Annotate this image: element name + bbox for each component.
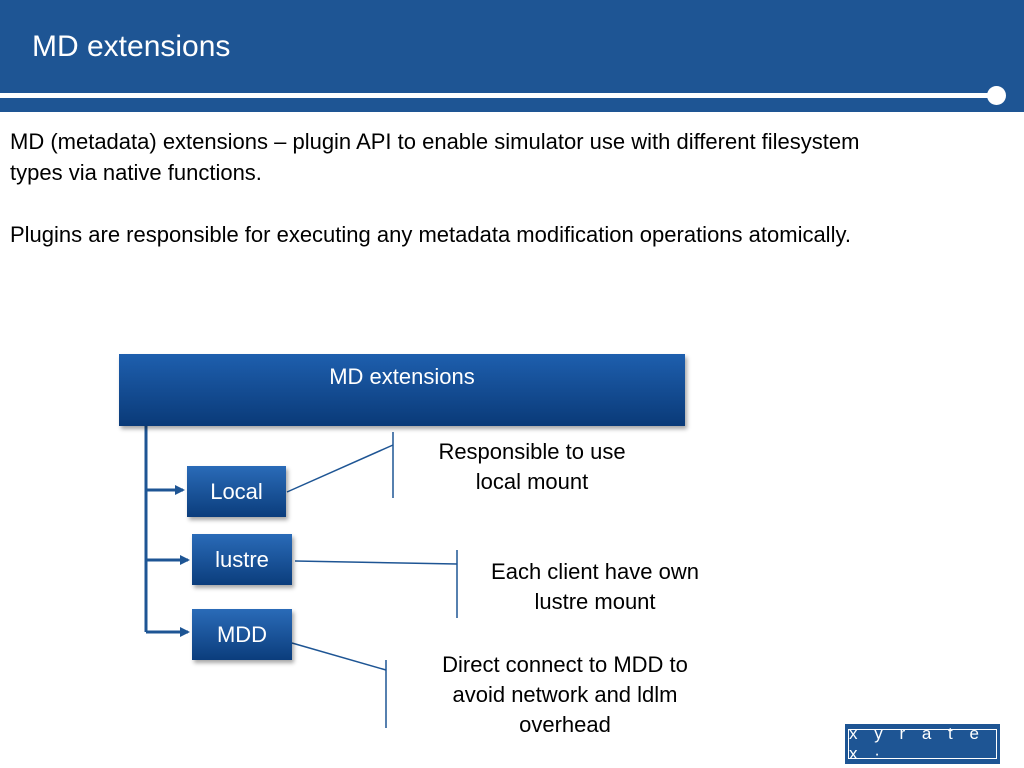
root-node-md-extensions: MD extensions [119,354,685,426]
slide-title: MD extensions [32,30,231,63]
title-underline [0,93,995,98]
title-underline-dot [987,86,1006,105]
xyratex-logo: x y r a t e x · [845,724,1000,764]
node-lustre: lustre [192,534,292,585]
body-paragraph-2: Plugins are responsible for executing an… [10,222,851,247]
callout-mdd: Direct connect to MDD to avoid network a… [442,652,688,737]
logo-text: x y r a t e x · [848,724,997,763]
callout-leader-local [286,444,394,493]
callout-local: Responsible to use local mount [438,439,626,494]
body-paragraph-1: MD (metadata) extensions – plugin API to… [10,129,860,185]
title-bar: MD extensions [0,0,1024,112]
callout-lustre: Each client have own lustre mount [491,559,699,614]
callout-leader-lustre [294,560,458,565]
body-text: MD (metadata) extensions – plugin API to… [10,126,910,281]
callout-leader-mdd [291,642,387,671]
node-mdd: MDD [192,609,292,660]
node-local: Local [187,466,286,517]
